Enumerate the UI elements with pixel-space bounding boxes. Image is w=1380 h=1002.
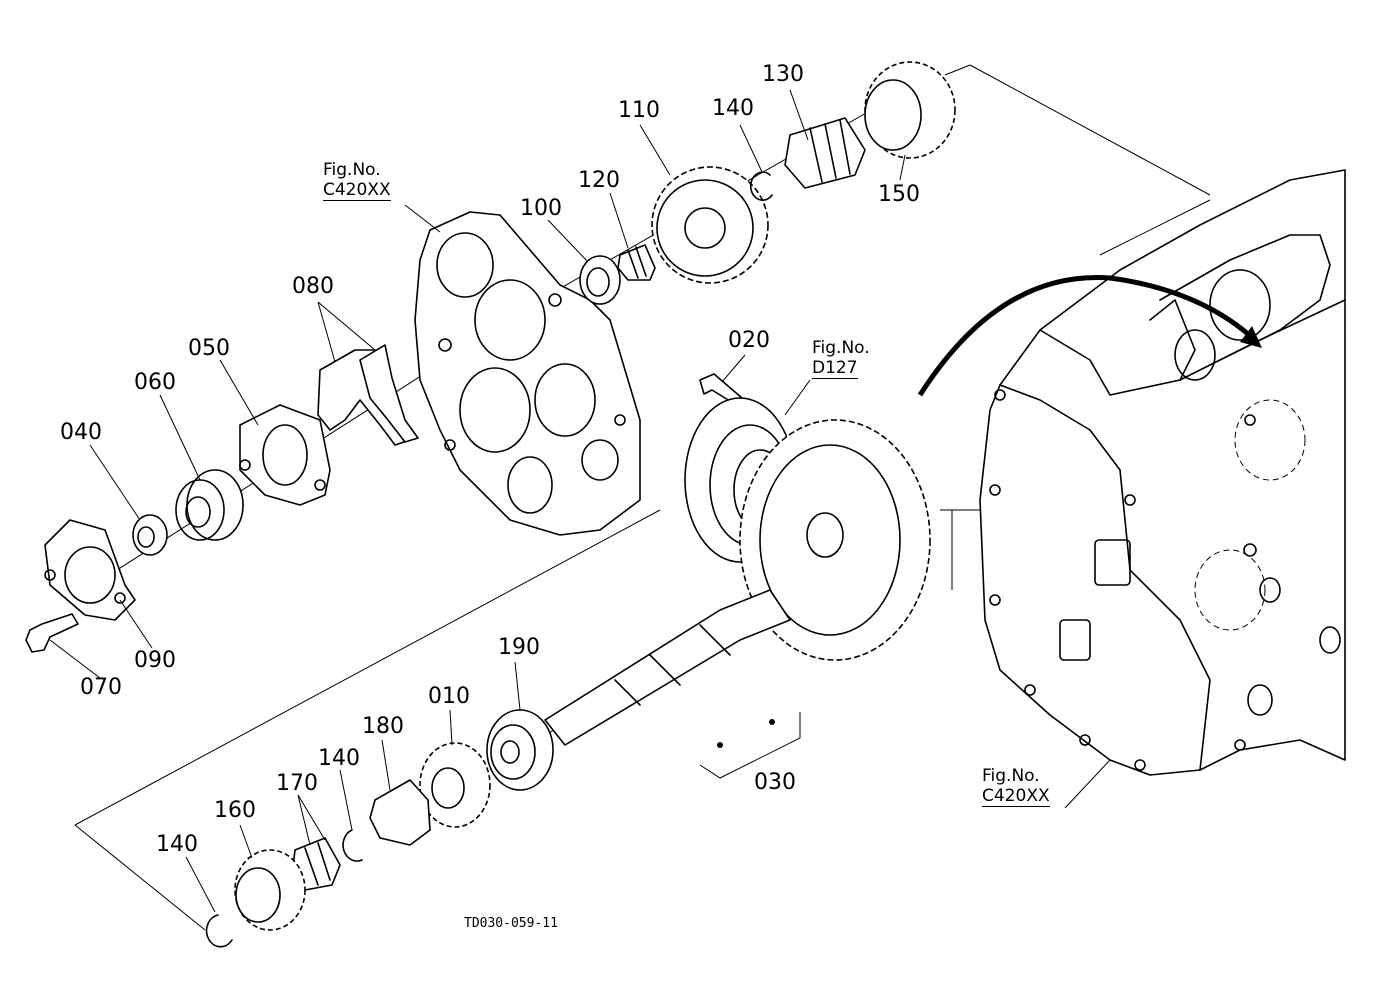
callout-060: 060 bbox=[134, 370, 176, 395]
snap-ring-140-middle bbox=[342, 829, 363, 862]
flange-plate-090 bbox=[44, 519, 136, 621]
front-cover-plate bbox=[414, 211, 641, 536]
callout-020: 020 bbox=[728, 328, 770, 353]
bearing-190 bbox=[486, 709, 554, 791]
callout-050: 050 bbox=[188, 336, 230, 361]
snap-ring-140-lower bbox=[205, 914, 233, 948]
gear-010 bbox=[419, 742, 491, 828]
callout-180: 180 bbox=[362, 714, 404, 739]
hub-180 bbox=[369, 779, 431, 846]
needle-bearing-170 bbox=[291, 837, 341, 891]
gear-110 bbox=[651, 166, 769, 284]
shift-fork-080 bbox=[317, 344, 419, 446]
callout-140-upper: 140 bbox=[712, 96, 754, 121]
callout-130: 130 bbox=[762, 62, 804, 87]
callout-140-lower: 140 bbox=[156, 832, 198, 857]
callout-090: 090 bbox=[134, 648, 176, 673]
seal-ring-100 bbox=[579, 255, 621, 305]
callout-170: 170 bbox=[276, 771, 318, 796]
figure-ref-case: Fig.No. C420XX bbox=[982, 766, 1050, 807]
oil-seal-040 bbox=[132, 514, 168, 556]
callout-160: 160 bbox=[214, 798, 256, 823]
pinion-shaft bbox=[544, 589, 791, 746]
callout-070: 070 bbox=[80, 675, 122, 700]
drawing-reference: TD030-059-11 bbox=[464, 916, 558, 931]
bevel-ring-gear bbox=[739, 419, 931, 661]
callout-100: 100 bbox=[520, 196, 562, 221]
callout-150: 150 bbox=[878, 182, 920, 207]
needle-bearing-130 bbox=[784, 117, 866, 189]
leader-lines bbox=[49, 89, 1111, 913]
callout-120: 120 bbox=[578, 168, 620, 193]
callout-010: 010 bbox=[428, 684, 470, 709]
flange-050 bbox=[239, 404, 331, 506]
callout-080: 080 bbox=[292, 274, 334, 299]
figure-ref-differential: Fig.No. D127 bbox=[812, 338, 870, 379]
figure-ref-cover: Fig.No. C420XX bbox=[323, 160, 391, 201]
callout-030: 030 bbox=[754, 770, 796, 795]
callout-110: 110 bbox=[618, 98, 660, 123]
callout-190: 190 bbox=[498, 635, 540, 660]
needle-bearing-120 bbox=[617, 244, 656, 281]
transmission-case bbox=[979, 169, 1346, 776]
gear-160 bbox=[234, 849, 306, 931]
insertion-arrow bbox=[917, 275, 1262, 397]
snap-ring-140-upper bbox=[749, 171, 773, 201]
bolt-070 bbox=[25, 613, 79, 653]
bearing-060 bbox=[175, 469, 244, 541]
gear-150 bbox=[864, 61, 956, 159]
callout-140-middle: 140 bbox=[318, 746, 360, 771]
callout-040: 040 bbox=[60, 420, 102, 445]
